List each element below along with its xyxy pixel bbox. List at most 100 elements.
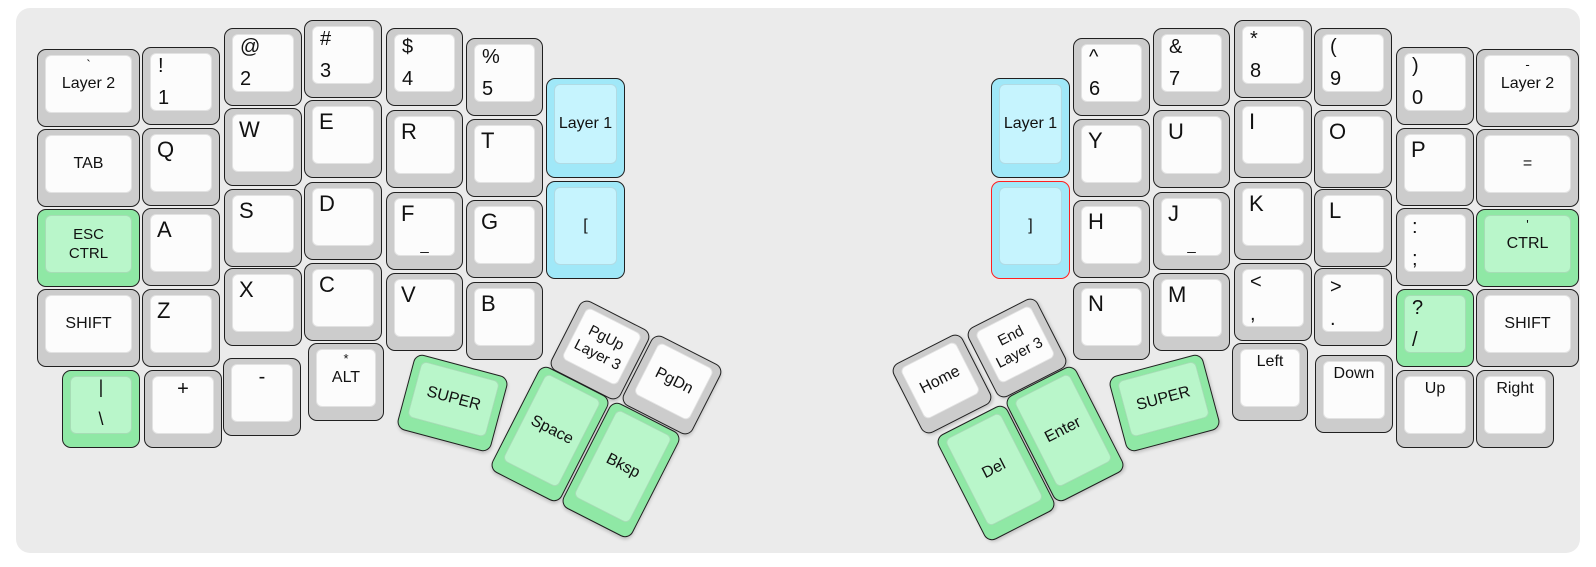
key-minus[interactable]: -	[223, 358, 301, 436]
key-star-8[interactable]: *8	[1234, 20, 1312, 98]
key-layer2-right[interactable]: -Layer 2	[1476, 49, 1579, 127]
key-lbracket[interactable]: [	[546, 181, 625, 279]
key-label: Space	[527, 412, 577, 448]
key-percent-5[interactable]: %5	[466, 38, 543, 116]
key-u[interactable]: U	[1153, 110, 1230, 188]
key-colon-semicolon[interactable]: :;	[1396, 208, 1474, 286]
key-label: M	[1168, 282, 1187, 307]
key-quote-ctrl[interactable]: 'CTRL	[1476, 209, 1579, 287]
key-label: L	[1329, 198, 1342, 223]
key-label: D	[319, 191, 335, 216]
key-label: :	[1412, 216, 1418, 238]
key-exclaim-1[interactable]: !1	[142, 47, 220, 125]
key-r[interactable]: R	[386, 110, 463, 188]
key-hash-3[interactable]: #3	[304, 20, 382, 98]
key-label: Layer 2	[61, 75, 116, 92]
key-label: Enter	[1042, 413, 1084, 447]
key-label: 0	[1412, 87, 1424, 109]
key-shift-left[interactable]: SHIFT	[37, 289, 140, 367]
key-less-comma[interactable]: <,	[1234, 263, 1312, 341]
key-plus[interactable]: +	[144, 370, 222, 448]
key-label: P	[1411, 137, 1426, 162]
key-layer2-left[interactable]: `Layer 2	[37, 49, 140, 127]
key-label: ;	[1412, 248, 1418, 270]
keycap-top: H	[1081, 206, 1142, 264]
keycap-top: W	[232, 114, 294, 172]
keycap-top: Right	[1484, 376, 1546, 434]
key-label: Y	[1088, 128, 1103, 153]
keycap-top: &7	[1161, 34, 1222, 92]
key-t[interactable]: T	[466, 119, 543, 197]
key-greater-period[interactable]: >.	[1314, 268, 1392, 346]
key-p[interactable]: P	[1396, 128, 1474, 206]
keycap-top: Up	[1404, 376, 1466, 434]
key-label: W	[239, 117, 260, 142]
key-label: +	[177, 378, 189, 400]
key-star-alt[interactable]: *ALT	[308, 343, 384, 421]
key-i[interactable]: I	[1234, 100, 1312, 178]
key-layer1-right[interactable]: Layer 1	[991, 78, 1070, 178]
key-e[interactable]: E	[304, 100, 382, 178]
keycap-top: TAB	[45, 135, 132, 193]
key-d[interactable]: D	[304, 182, 382, 260]
keycap-top: !1	[150, 53, 212, 111]
keycap-top: J_	[1161, 198, 1222, 256]
key-w[interactable]: W	[224, 108, 302, 186]
key-z[interactable]: Z	[142, 289, 220, 367]
key-at-2[interactable]: @2	[224, 28, 302, 106]
key-question-slash[interactable]: ?/	[1396, 289, 1474, 367]
key-k[interactable]: K	[1234, 182, 1312, 260]
key-up[interactable]: Up	[1396, 370, 1474, 448]
key-label: Layer 1	[1003, 115, 1058, 132]
keycap-top: -Layer 2	[1484, 55, 1571, 113]
key-j[interactable]: J_	[1153, 192, 1230, 270]
key-o[interactable]: O	[1314, 110, 1392, 188]
key-g[interactable]: G	[466, 200, 543, 278]
key-y[interactable]: Y	[1073, 119, 1150, 197]
key-left[interactable]: Left	[1232, 343, 1308, 421]
key-x[interactable]: X	[224, 268, 302, 346]
keycap-top: $4	[394, 34, 455, 92]
key-b[interactable]: B	[466, 282, 543, 360]
key-down[interactable]: Down	[1315, 355, 1393, 433]
keycap-top: D	[312, 188, 374, 246]
key-super-right[interactable]: SUPER	[1107, 352, 1222, 454]
keycap-top: -	[231, 364, 293, 422]
key-s[interactable]: S	[224, 189, 302, 267]
key-right[interactable]: Right	[1476, 370, 1554, 448]
key-caret-6[interactable]: ^6	[1073, 38, 1150, 116]
key-a[interactable]: A	[142, 208, 220, 286]
keycap-top: SHIFT	[1484, 295, 1571, 353]
key-label: I	[1249, 109, 1256, 134]
key-layer1-left[interactable]: Layer 1	[546, 78, 625, 178]
key-q[interactable]: Q	[142, 128, 220, 206]
key-label: ESC	[73, 226, 104, 243]
keycap-top: R	[394, 116, 455, 174]
key-equals[interactable]: =	[1476, 129, 1579, 207]
key-label: ,	[1250, 303, 1256, 325]
keycap-top: (9	[1322, 34, 1384, 92]
key-c[interactable]: C	[304, 263, 382, 341]
key-paren-0[interactable]: )0	[1396, 47, 1474, 125]
key-pipe-backslash[interactable]: |\	[62, 370, 140, 448]
key-amp-7[interactable]: &7	[1153, 28, 1230, 106]
keycap-top: S	[232, 195, 294, 253]
key-l[interactable]: L	[1314, 189, 1392, 267]
key-super-left[interactable]: SUPER	[395, 352, 510, 454]
key-h[interactable]: H	[1073, 200, 1150, 278]
key-shift-right[interactable]: SHIFT	[1476, 289, 1579, 367]
key-paren-9[interactable]: (9	[1314, 28, 1392, 106]
key-label: F	[401, 201, 415, 226]
key-label: K	[1249, 191, 1264, 216]
key-v[interactable]: V	[386, 273, 463, 351]
key-n[interactable]: N	[1073, 282, 1150, 360]
key-rbracket[interactable]: ]	[991, 181, 1070, 279]
key-f[interactable]: F_	[386, 192, 463, 270]
key-m[interactable]: M	[1153, 273, 1230, 351]
key-dollar-4[interactable]: $4	[386, 28, 463, 106]
key-tab[interactable]: TAB	[37, 129, 140, 207]
